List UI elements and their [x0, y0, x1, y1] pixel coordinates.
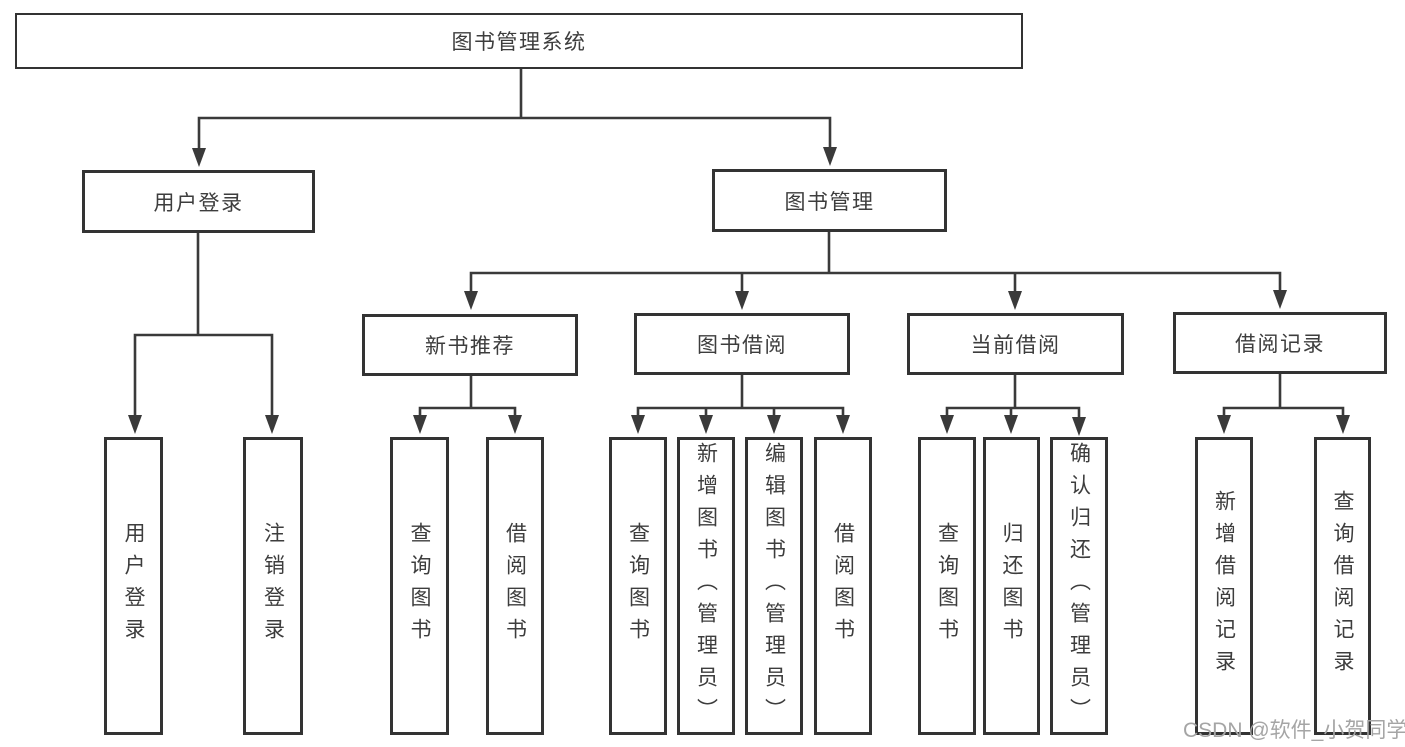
leaf-edit-books-admin: 编辑图书（管理员）	[745, 437, 803, 735]
node-book-management: 图书管理	[712, 169, 947, 232]
leaf-label: 新增图书（管理员）	[694, 442, 718, 730]
leaf-label: 用户登录	[122, 522, 145, 650]
watermark: CSDN @软件_小贺同学	[1183, 719, 1405, 742]
node-label: 图书借阅	[697, 334, 787, 357]
node-label: 图书管理	[784, 190, 875, 214]
node-user-login: 用户登录	[82, 170, 315, 233]
leaf-add-borrow-record: 新增借阅记录	[1195, 437, 1253, 735]
leaf-confirm-return-admin: 确认归还（管理员）	[1050, 437, 1108, 735]
node-label: 借阅记录	[1235, 333, 1325, 356]
leaf-query-books-current: 查询图书	[918, 437, 976, 735]
leaf-query-books-borrowing: 查询图书	[609, 437, 667, 735]
node-current-borrowing: 当前借阅	[907, 313, 1124, 375]
leaf-query-borrow-record: 查询借阅记录	[1314, 437, 1371, 735]
leaf-label: 查询图书	[935, 522, 959, 650]
node-library-management-system: 图书管理系统	[15, 13, 1023, 69]
node-label: 当前借阅	[970, 334, 1061, 357]
node-label: 新书推荐	[425, 335, 515, 358]
leaf-label: 借阅图书	[503, 522, 527, 650]
leaf-query-books-recommend: 查询图书	[390, 437, 449, 735]
node-borrowing-records: 借阅记录	[1173, 312, 1387, 374]
leaf-borrow-books-recommend: 借阅图书	[486, 437, 544, 735]
leaf-user-login: 用户登录	[104, 437, 163, 735]
node-new-book-recommend: 新书推荐	[362, 314, 578, 376]
leaf-return-books: 归还图书	[983, 437, 1040, 735]
leaf-label: 借阅图书	[831, 522, 855, 650]
leaf-borrow-books-borrowing: 借阅图书	[814, 437, 872, 735]
leaf-label: 注销登录	[261, 522, 285, 650]
leaf-label: 编辑图书（管理员）	[762, 442, 786, 730]
leaf-add-books-admin: 新增图书（管理员）	[677, 437, 735, 735]
leaf-label: 查询图书	[408, 522, 431, 650]
leaf-logout: 注销登录	[243, 437, 303, 735]
node-label: 用户登录	[153, 191, 244, 215]
leaf-label: 归还图书	[1000, 522, 1023, 650]
leaf-label: 查询图书	[626, 522, 650, 650]
leaf-label: 新增借阅记录	[1212, 490, 1236, 682]
leaf-label: 查询借阅记录	[1331, 490, 1354, 682]
node-label: 图书管理系统	[451, 31, 587, 54]
leaf-label: 确认归还（管理员）	[1067, 442, 1091, 730]
arrowheads	[128, 147, 1350, 436]
node-book-borrowing: 图书借阅	[634, 313, 850, 375]
